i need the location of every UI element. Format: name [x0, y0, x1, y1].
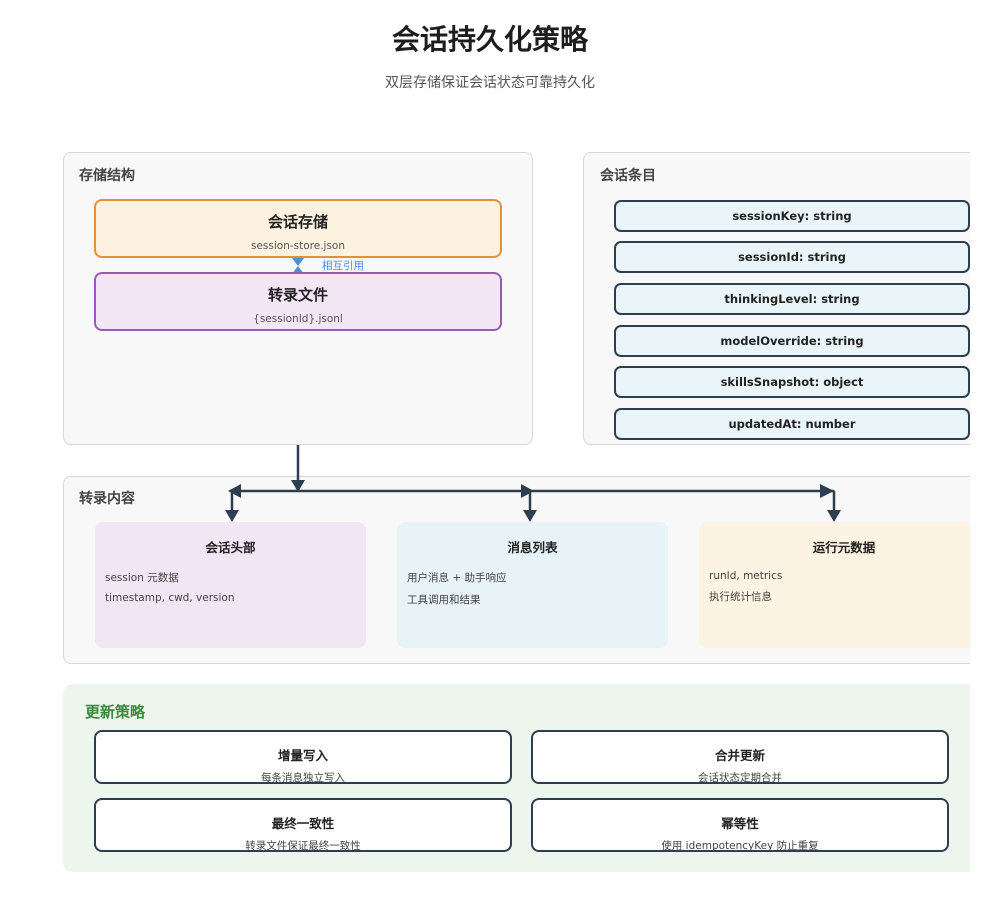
card-line: timestamp, cwd, version — [105, 592, 235, 604]
storage-structure-title: 存储结构 — [79, 168, 135, 184]
entry-field: thinkingLevel: string — [614, 283, 970, 315]
card-title: 运行元数据 — [812, 540, 876, 555]
transcript-box: 转录文件 {sessionId}.jsonl — [94, 272, 502, 331]
transcript-content-title: 转录内容 — [79, 491, 135, 507]
entry-field: sessionKey: string — [614, 200, 970, 232]
page-subtitle: 双层存储保证会话状态可靠持久化 — [385, 75, 595, 91]
strategy-card-idempotency: 幂等性 使用 idempotencyKey 防止重复 — [531, 798, 949, 852]
card-line: 执行统计信息 — [709, 591, 772, 603]
strategy-desc: 会话状态定期合并 — [698, 772, 782, 784]
strategy-card-eventual-consistency: 最终一致性 转录文件保证最终一致性 — [94, 798, 512, 852]
card-line: session 元数据 — [105, 572, 179, 584]
card-title: 会话头部 — [205, 540, 256, 555]
strategy-name: 增量写入 — [277, 748, 328, 763]
card-title: 消息列表 — [507, 540, 558, 555]
card-run-metadata: 运行元数据 runId, metrics 执行统计信息 — [699, 522, 989, 648]
card-line: 用户消息 + 助手响应 — [407, 572, 507, 584]
page-title: 会话持久化策略 — [391, 23, 588, 56]
entry-field: skillsSnapshot: object — [614, 366, 970, 398]
entry-field: updatedAt: number — [614, 408, 970, 440]
right-crop-edge — [970, 140, 1000, 897]
strategy-name: 合并更新 — [714, 748, 765, 763]
strategy-desc: 使用 idempotencyKey 防止重复 — [661, 840, 819, 852]
strategy-desc: 转录文件保证最终一致性 — [245, 840, 361, 852]
session-store-box: 会话存储 session-store.json — [94, 199, 502, 258]
strategy-name: 幂等性 — [721, 816, 759, 831]
entry-field: sessionId: string — [614, 241, 970, 273]
strategy-desc: 每条消息独立写入 — [261, 772, 345, 784]
card-message-list: 消息列表 用户消息 + 助手响应 工具调用和结果 — [397, 522, 668, 648]
transcript-name: 转录文件 — [267, 286, 328, 304]
card-session-header: 会话头部 session 元数据 timestamp, cwd, version — [95, 522, 366, 648]
relation-label: 相互引用 — [322, 260, 364, 272]
update-strategy-title: 更新策略 — [85, 703, 146, 721]
session-store-file: session-store.json — [250, 240, 346, 252]
session-store-name: 会话存储 — [267, 213, 328, 231]
card-line: 工具调用和结果 — [407, 594, 481, 606]
strategy-card-incremental-write: 增量写入 每条消息独立写入 — [94, 730, 512, 784]
card-line: runId, metrics — [709, 570, 783, 582]
session-entry-title: 会话条目 — [600, 168, 656, 184]
transcript-file: {sessionId}.jsonl — [253, 313, 343, 325]
entry-field: modelOverride: string — [614, 325, 970, 357]
strategy-card-merge-update: 合并更新 会话状态定期合并 — [531, 730, 949, 784]
strategy-name: 最终一致性 — [271, 816, 335, 831]
